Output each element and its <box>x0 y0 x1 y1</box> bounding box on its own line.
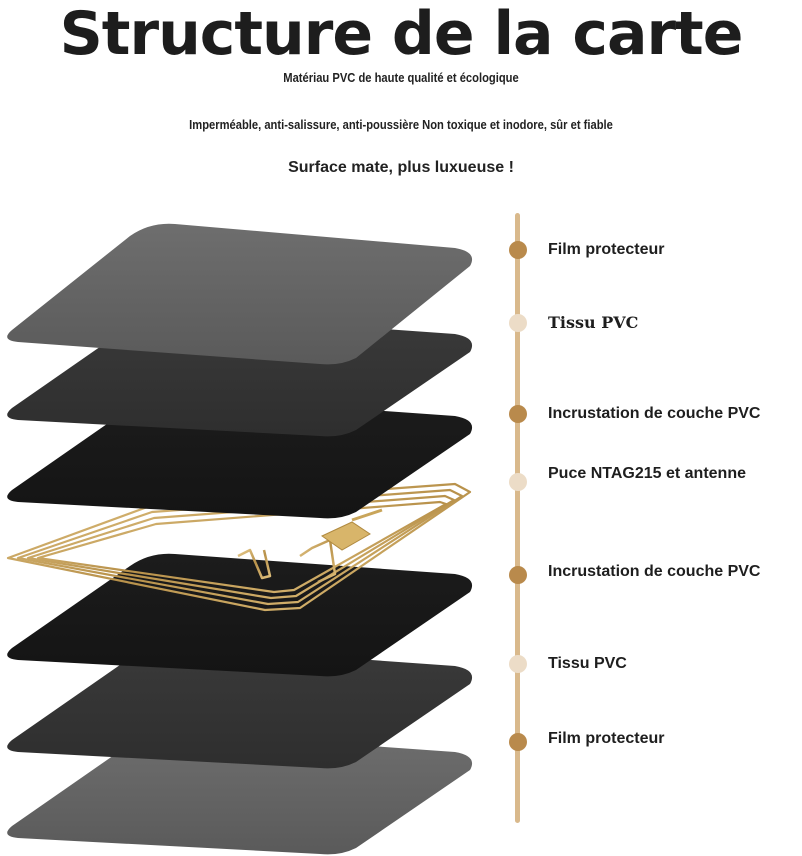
timeline-dot-4 <box>509 473 527 491</box>
layer-label-2: Tissu PVC <box>548 313 639 332</box>
subtitle-properties: Imperméable, anti-salissure, anti-poussi… <box>189 117 613 132</box>
layer-label-5: Incrustation de couche PVC <box>548 563 761 580</box>
layer-label-6: Tissu PVC <box>548 655 627 672</box>
nfc-chip <box>321 521 371 551</box>
page-title: Structure de la carte <box>59 0 744 69</box>
layer-label-1: Film protecteur <box>548 241 665 258</box>
timeline-bar <box>515 213 520 823</box>
timeline-dot-5 <box>509 566 527 584</box>
layer-pvc-inlay-bottom <box>7 553 473 677</box>
chip-bridge <box>351 508 383 522</box>
timeline-dot-2 <box>509 314 527 332</box>
layer-film-top <box>7 223 473 365</box>
timeline-dot-6 <box>509 655 527 673</box>
timeline-dot-3 <box>509 405 527 423</box>
layer-pvc-fabric-bottom <box>7 645 473 769</box>
timeline-dot-7 <box>509 733 527 751</box>
timeline-dot-1 <box>509 241 527 259</box>
subtitle-surface: Surface mate, plus luxueuse ! <box>288 159 514 176</box>
layer-label-3: Incrustation de couche PVC <box>548 405 761 422</box>
layer-film-bottom <box>7 731 473 855</box>
subtitle-material: Matériau PVC de haute qualité et écologi… <box>283 70 519 85</box>
layer-label-7: Film protecteur <box>548 730 665 747</box>
layer-label-4: Puce NTAG215 et antenne <box>548 465 746 482</box>
card-layer-diagram <box>6 223 473 855</box>
